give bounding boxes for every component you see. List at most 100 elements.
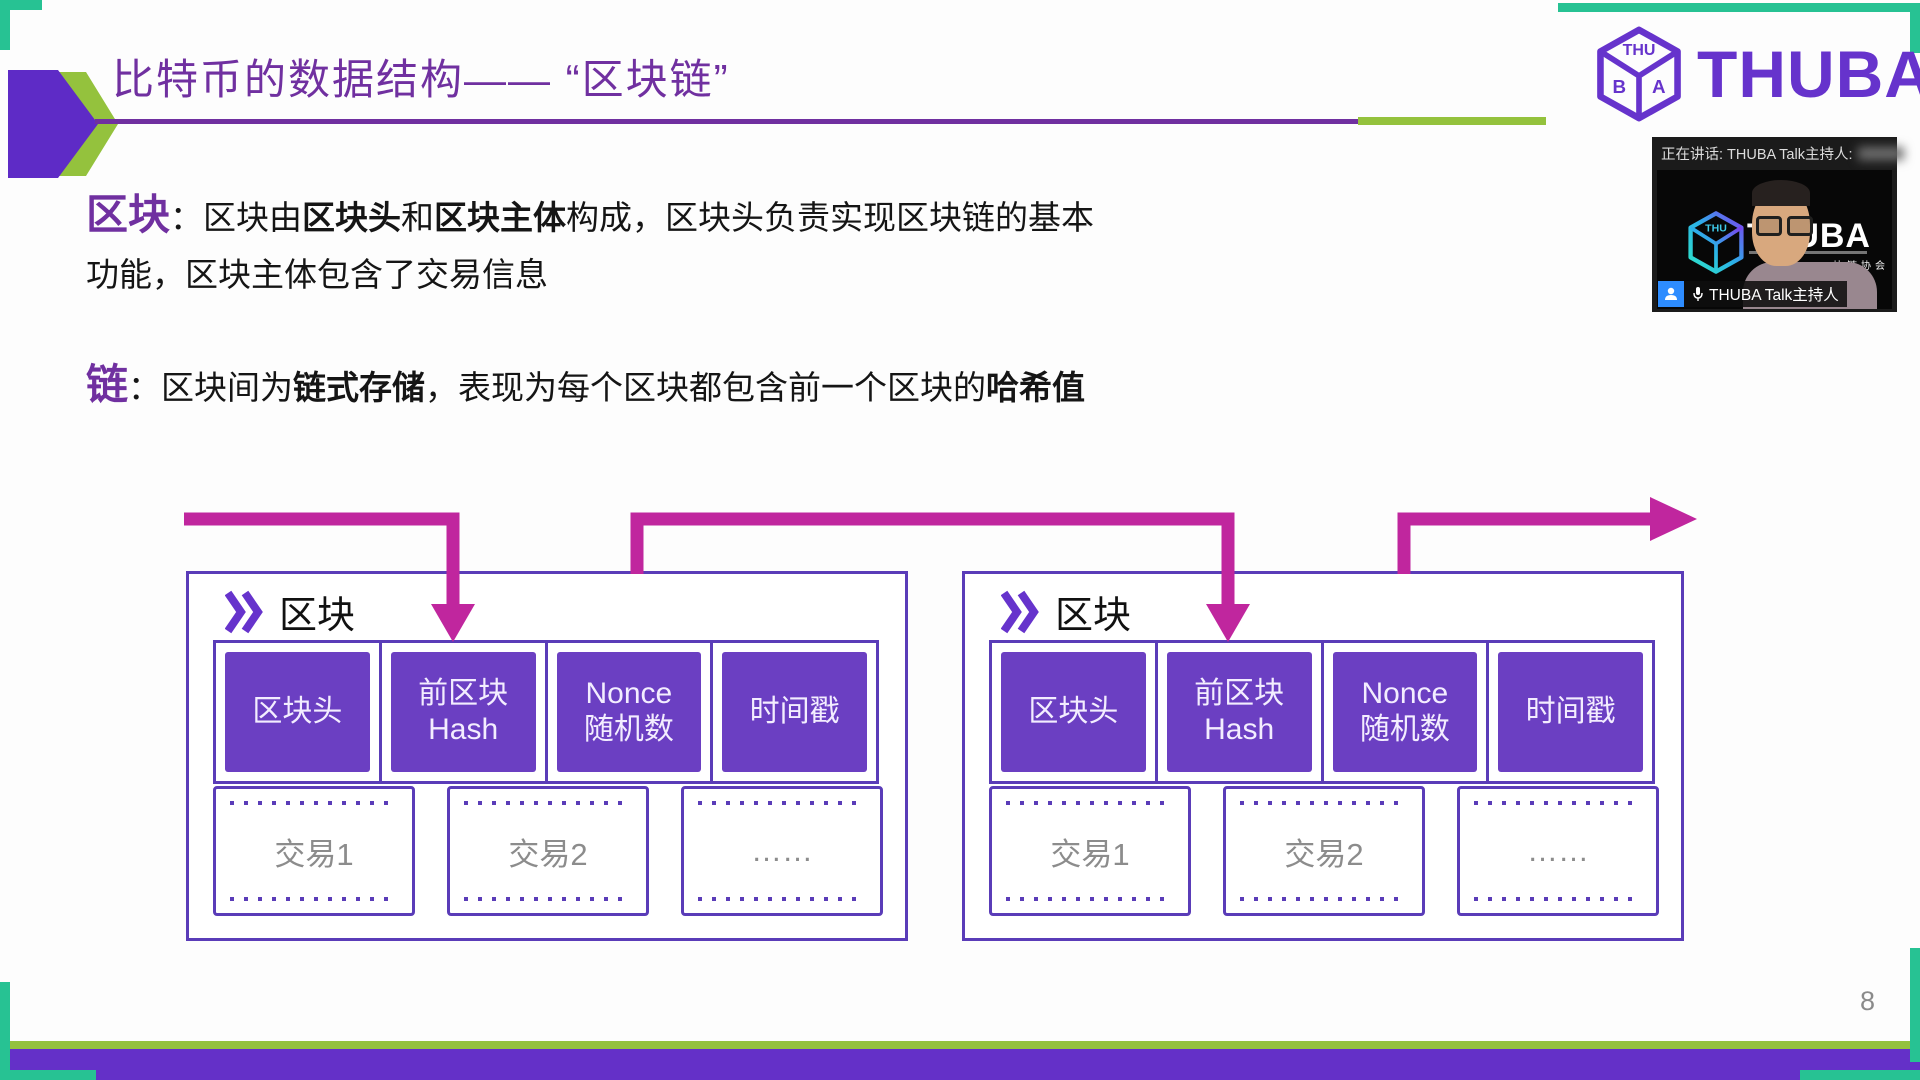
- block-1-label: 区块: [279, 595, 356, 637]
- keyword-block: 区块: [86, 191, 171, 238]
- paragraph-block-definition: 区块：区块由区块头和区块主体构成，区块头负责实现区块链的基本功能，区块主体包含了…: [86, 186, 1126, 303]
- thuba-wordmark: THUBA: [1697, 37, 1920, 111]
- nonce-chip: Nonce 随机数: [556, 652, 702, 772]
- speaking-banner: 正在讲话: THUBA Talk主持人:: [1652, 137, 1905, 170]
- transaction-box: 交易1: [989, 786, 1191, 916]
- svg-text:THU: THU: [1623, 42, 1656, 59]
- block-1-label-row: 区块: [225, 584, 355, 639]
- dotted-line: [698, 897, 866, 901]
- text-segment: ：: [128, 369, 162, 406]
- title-bullet-icon: [8, 70, 118, 178]
- thuba-cube-logo-gradient-icon: THU: [1688, 211, 1744, 274]
- title-underline-accent: [1358, 117, 1546, 125]
- paragraph-chain-definition: 链：区块间为链式存储，表现为每个区块都包含前一个区块的哈希值: [86, 356, 1406, 416]
- video-bg-smalltext: [1749, 251, 1867, 254]
- corner-accent-top-left-h: [0, 0, 42, 10]
- transaction-box: 交易2: [447, 786, 649, 916]
- transaction-label: ……: [751, 833, 813, 868]
- speaker-glasses: [1756, 216, 1813, 236]
- dotted-line: [1474, 897, 1642, 901]
- participant-avatar: [1658, 281, 1684, 307]
- speaker-hair: [1752, 180, 1810, 206]
- prev-hash-chip: 前区块 Hash: [1166, 652, 1312, 772]
- arrow-out-of-block2: [1397, 512, 1652, 574]
- dotted-line: [698, 801, 866, 805]
- transaction-box: ……: [681, 786, 883, 916]
- dotted-line: [1240, 801, 1408, 805]
- footer-green-bar: [0, 1041, 1920, 1049]
- person-icon: [1665, 287, 1677, 300]
- dotted-line: [230, 897, 398, 901]
- text-segment: ：: [170, 199, 204, 236]
- double-chevron-icon: [225, 590, 263, 633]
- svg-text:THU: THU: [1705, 222, 1727, 234]
- dotted-line: [1006, 897, 1174, 901]
- text-segment: 区块间为: [161, 369, 294, 406]
- dotted-line: [464, 897, 632, 901]
- header-cell: 前区块 Hash: [1158, 643, 1324, 781]
- corner-accent-bottom-left-v: [0, 982, 10, 1080]
- participant-name-tag: THUBA Talk主持人: [1658, 281, 1847, 307]
- header-cell: 区块头: [216, 643, 382, 781]
- transaction-label: ……: [1527, 833, 1589, 868]
- video-frame: THU THUBA 块链协会: [1657, 170, 1892, 309]
- dotted-line: [1240, 897, 1408, 901]
- thuba-cube-logo-icon: THU B A: [1597, 26, 1681, 122]
- transaction-label: 交易1: [274, 836, 354, 872]
- arrowhead-right-icon: [1650, 497, 1697, 541]
- dotted-line: [464, 801, 632, 805]
- block-header-chip: 区块头: [1001, 652, 1146, 772]
- transaction-box: 交易1: [213, 786, 415, 916]
- text-segment: 区块由: [203, 199, 303, 236]
- speaking-banner-text: 正在讲话: THUBA Talk主持人:: [1661, 147, 1853, 163]
- page-number: 8: [1860, 986, 1876, 1016]
- timestamp-chip: 时间戳: [722, 652, 867, 772]
- microphone-icon: [1693, 287, 1703, 301]
- header-cell: 区块头: [992, 643, 1158, 781]
- corner-accent-bottom-left-h: [0, 1070, 96, 1080]
- page-title: 比特币的数据结构—— “区块链”: [112, 56, 730, 103]
- block-1-header-row: 区块头 前区块 Hash Nonce 随机数 时间戳: [213, 640, 879, 784]
- text-segment-bold: 区块头: [302, 199, 402, 236]
- svg-text:A: A: [1652, 76, 1666, 97]
- block-diagram-1: 区块 区块头 前区块 Hash Nonce 随机数 时间戳 交易1 交易2 ……: [186, 571, 908, 941]
- text-segment-bold: 链式存储: [293, 369, 426, 406]
- block-2-transaction-row: 交易1 交易2 ……: [989, 786, 1659, 916]
- footer-purple-bar: [0, 1049, 1920, 1080]
- header-cell: 时间戳: [1489, 643, 1652, 781]
- block-1-transaction-row: 交易1 交易2 ……: [213, 786, 883, 916]
- nonce-chip: Nonce 随机数: [1332, 652, 1478, 772]
- header-cell: 前区块 Hash: [382, 643, 548, 781]
- transaction-label: 交易2: [1284, 836, 1364, 872]
- block-header-chip: 区块头: [225, 652, 370, 772]
- transaction-box: ……: [1457, 786, 1659, 916]
- corner-accent-top-left-v: [0, 0, 10, 50]
- corner-accent-bottom-right-v: [1910, 948, 1920, 1062]
- header-cell: Nonce 随机数: [1324, 643, 1490, 781]
- text-segment-bold: 哈希值: [986, 369, 1086, 406]
- corner-accent-bottom-right-h: [1800, 1070, 1920, 1080]
- block-diagram-2: 区块 区块头 前区块 Hash Nonce 随机数 时间戳 交易1 交易2 ……: [962, 571, 1684, 941]
- speaker-video-panel[interactable]: 正在讲话: THUBA Talk主持人: THU THUBA 块链协会: [1652, 137, 1905, 312]
- title-underline: [95, 119, 1358, 124]
- timestamp-chip: 时间戳: [1498, 652, 1643, 772]
- dotted-line: [230, 801, 398, 805]
- dotted-line: [1006, 801, 1174, 805]
- header-cell: Nonce 随机数: [548, 643, 714, 781]
- double-chevron-icon: [1001, 590, 1039, 633]
- corner-accent-top-right-h: [1558, 3, 1920, 12]
- transaction-box: 交易2: [1223, 786, 1425, 916]
- keyword-chain: 链: [86, 361, 129, 408]
- block-2-label: 区块: [1055, 595, 1132, 637]
- dotted-line: [1474, 801, 1642, 805]
- name-tag-bar: THUBA Talk主持人: [1684, 281, 1847, 307]
- text-segment: 构成，区块头负责实现区块链的基本功能，区块主体包含了交易信息: [86, 199, 1095, 293]
- transaction-label: 交易2: [508, 836, 588, 872]
- svg-text:B: B: [1612, 76, 1626, 97]
- block-2-header-row: 区块头 前区块 Hash Nonce 随机数 时间戳: [989, 640, 1655, 784]
- text-segment-bold: 区块主体: [434, 199, 567, 236]
- text-segment: 和: [401, 199, 435, 236]
- header-cell: 时间戳: [713, 643, 876, 781]
- redacted-name: [1858, 147, 1905, 160]
